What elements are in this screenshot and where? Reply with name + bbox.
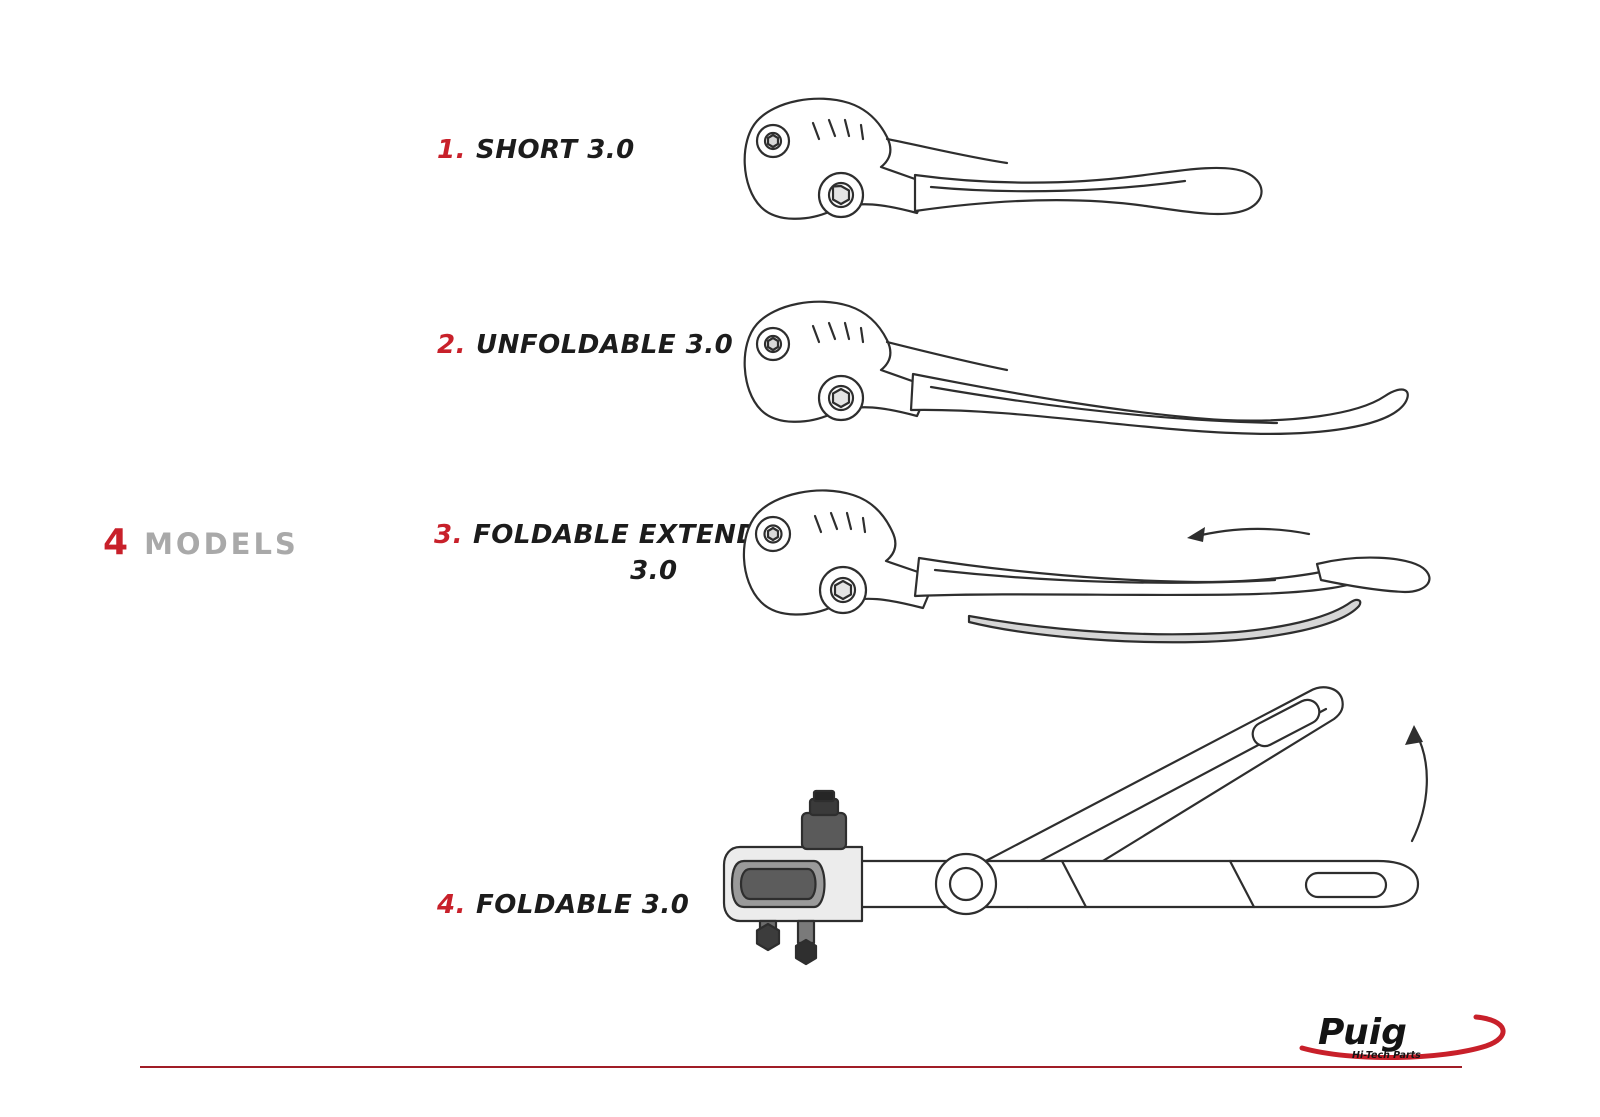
- model-1-label: 1. SHORT 3.0: [437, 135, 635, 165]
- logo-brand-text: Puig: [1318, 1012, 1407, 1053]
- model-3-number: 3.: [434, 520, 463, 550]
- unfoldable-lever-drawing-icon: [715, 290, 1435, 485]
- model-1-name: SHORT 3.0: [475, 135, 635, 165]
- foldable-lever-folded-drawing-icon: [710, 655, 1440, 1000]
- logo-swoosh-icon: [1299, 1014, 1506, 1060]
- puig-logo: Puig Hi-Tech Parts: [1288, 1006, 1523, 1064]
- model-2-number: 2.: [437, 330, 466, 360]
- model-4-name: FOLDABLE 3.0: [475, 890, 690, 920]
- models-title-label: MODELS: [144, 527, 299, 561]
- model-4-label: 4. FOLDABLE 3.0: [437, 890, 689, 920]
- models-count: 4: [103, 522, 129, 563]
- short-lever-drawing-icon: [715, 85, 1285, 300]
- model-4-number: 4.: [437, 890, 466, 920]
- model-2-label: 2. UNFOLDABLE 3.0: [437, 330, 733, 360]
- foldable-extendable-lever-drawing-icon: [715, 478, 1455, 683]
- model-2-name: UNFOLDABLE 3.0: [475, 330, 734, 360]
- logo-tagline-text: Hi-Tech Parts: [1352, 1050, 1421, 1061]
- footer-divider: [140, 1066, 1462, 1068]
- models-title: 4 MODELS: [103, 522, 299, 563]
- model-1-number: 1.: [437, 135, 466, 165]
